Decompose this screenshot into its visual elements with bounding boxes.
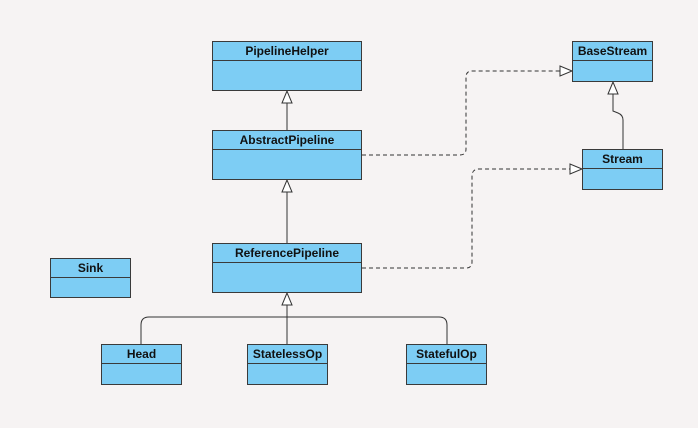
inheritance-arrowhead bbox=[281, 291, 293, 306]
class-name: StatefulOp bbox=[407, 345, 486, 364]
edge-head-referencepipeline bbox=[140, 316, 287, 344]
class-statelessop[interactable]: StatelessOp bbox=[247, 344, 328, 385]
edge-stream-basestream bbox=[612, 94, 624, 149]
class-name: Stream bbox=[583, 150, 662, 169]
class-pipelinehelper[interactable]: PipelineHelper bbox=[212, 41, 362, 91]
class-name: BaseStream bbox=[573, 42, 652, 61]
edge-statefulop-referencepipeline bbox=[287, 316, 448, 344]
class-stream[interactable]: Stream bbox=[582, 149, 663, 190]
class-abstractpipeline[interactable]: AbstractPipeline bbox=[212, 130, 362, 180]
class-name: Sink bbox=[51, 259, 130, 278]
inheritance-arrowhead bbox=[281, 178, 293, 193]
edge-referencepipeline-stream bbox=[362, 168, 570, 269]
class-name: PipelineHelper bbox=[213, 42, 361, 61]
class-statefulop[interactable]: StatefulOp bbox=[406, 344, 487, 385]
realization-arrowhead bbox=[559, 65, 574, 77]
class-basestream[interactable]: BaseStream bbox=[572, 41, 653, 82]
edge-abstractpipeline-basestream bbox=[362, 70, 560, 156]
class-referencepipeline[interactable]: ReferencePipeline bbox=[212, 243, 362, 293]
class-name: Head bbox=[102, 345, 181, 364]
class-head[interactable]: Head bbox=[101, 344, 182, 385]
class-name: ReferencePipeline bbox=[213, 244, 361, 263]
inheritance-arrowhead bbox=[607, 80, 619, 95]
inheritance-arrowhead bbox=[281, 89, 293, 104]
class-name: StatelessOp bbox=[248, 345, 327, 364]
realization-arrowhead bbox=[569, 163, 584, 175]
class-name: AbstractPipeline bbox=[213, 131, 361, 150]
class-sink[interactable]: Sink bbox=[50, 258, 131, 298]
